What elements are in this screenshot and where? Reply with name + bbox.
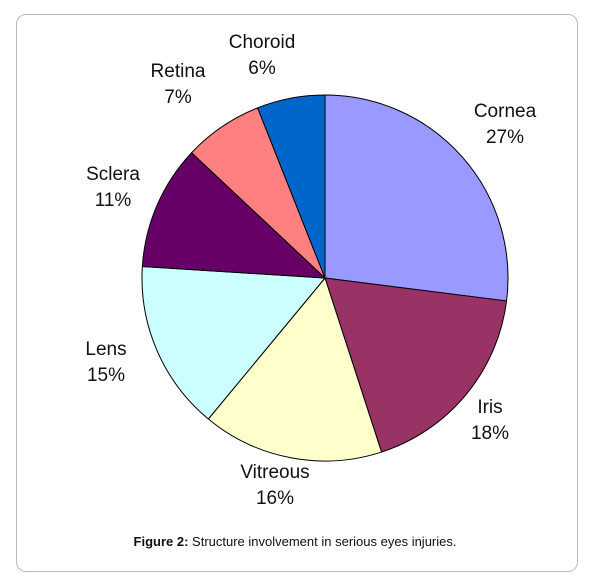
slice-value-vitreous: 16% [256, 488, 294, 509]
slice-label-lens: Lens [85, 339, 126, 360]
slice-label-cornea: Cornea [474, 101, 537, 122]
pie-chart: Cornea 27% Iris 18% Vitreous 16% Lens 15% Sclera… [85, 32, 537, 509]
pie-slice-choroid [257, 94, 326, 279]
slice-value-sclera: 11% [95, 190, 132, 211]
slice-value-cornea: 27% [486, 127, 524, 148]
slice-label-iris: Iris [477, 397, 502, 418]
slice-label-retina: Retina [151, 61, 206, 82]
slice-value-iris: 18% [471, 423, 509, 444]
slice-label-vitreous: Vitreous [240, 462, 309, 483]
figure-caption: Figure 2: Structure involvement in serio… [0, 534, 590, 549]
slice-label-sclera: Sclera [86, 164, 140, 185]
figure-caption-text: Structure involvement in serious eyes in… [188, 534, 457, 549]
pie-slice-cornea [324, 94, 509, 302]
pie-slice-sclera [141, 152, 326, 279]
pie-slice-lens [141, 266, 326, 420]
slice-value-lens: 15% [87, 365, 125, 386]
pie-slice-iris [324, 277, 508, 453]
pie-slice-vitreous [207, 277, 383, 462]
figure-caption-label: Figure 2: [133, 534, 189, 549]
slice-value-choroid: 6% [248, 58, 276, 79]
slice-value-retina: 7% [164, 87, 192, 108]
slice-label-choroid: Choroid [229, 32, 296, 53]
